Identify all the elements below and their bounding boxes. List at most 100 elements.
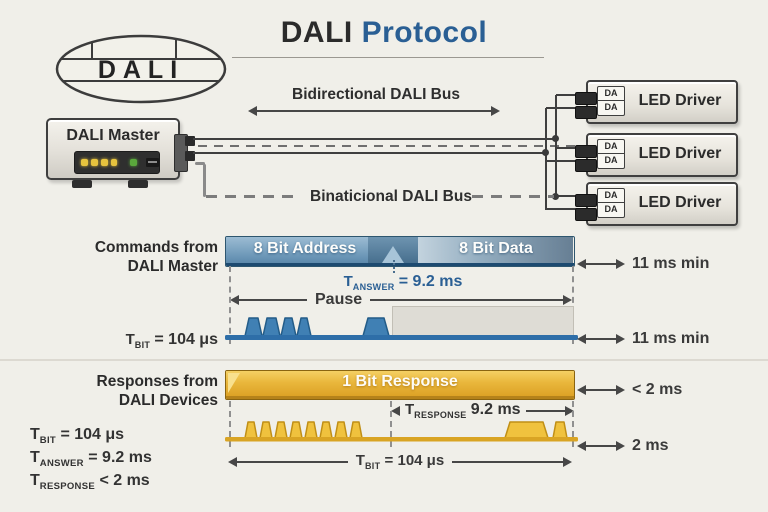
driver-terminal-block: DA DA	[597, 188, 625, 218]
timing-legend: TBIT = 104 μs TANSWER = 9.2 ms TRESPONSE…	[30, 426, 152, 495]
responses-section-label: Responses from DALI Devices	[60, 372, 218, 411]
pause-label: Pause	[307, 291, 371, 309]
page-title: DALI Protocol	[0, 16, 768, 50]
dali-master-panel	[74, 151, 160, 174]
cmd-gap-value-bottom: 11 ms min	[632, 330, 710, 347]
divider-triangle-icon	[382, 246, 404, 263]
dali-logo-text: DALI	[98, 56, 184, 84]
arrowhead-right-icon	[616, 334, 625, 344]
arrowhead-right-icon	[616, 385, 625, 395]
bidirectional-bus-label: Bidirectional DALI Bus	[260, 86, 492, 104]
bidirectional-bus-arrow	[248, 106, 500, 116]
t-answer-label: TANSWER = 9.2 ms	[343, 273, 463, 292]
legend-tanswer: TANSWER = 9.2 ms	[30, 449, 152, 470]
arrowhead-left-icon	[577, 385, 586, 395]
driver-plug-icon	[575, 159, 597, 172]
terminal-da-label: DA	[604, 102, 618, 112]
resp-dashed-guide-right	[572, 401, 574, 447]
resp-wave-gap-arrow: 2 ms	[577, 437, 668, 455]
arrowhead-right-icon	[616, 441, 625, 451]
junction-dot	[552, 135, 559, 142]
t-response-label: TRESPONSE 9.2 ms	[405, 401, 521, 420]
led-driver-3: DA DA LED Driver	[575, 182, 738, 226]
bus-branch-wire	[555, 95, 557, 197]
arrowhead-left-icon	[230, 295, 239, 305]
bar-highlight-icon	[228, 373, 240, 393]
pause-gray-box	[392, 306, 574, 339]
address-segment-label: 8 Bit Address	[253, 240, 357, 257]
commands-label-line1: Commands from	[94, 239, 218, 256]
cmd-tbit-label: TBIT = 104 μs	[125, 331, 218, 350]
arrowhead-left-icon	[248, 106, 257, 116]
led-driver-label: LED Driver	[638, 194, 722, 211]
bus-branch-wire	[545, 108, 547, 210]
dali-master-label: DALI Master	[66, 127, 160, 144]
bus-wire-top	[193, 138, 557, 140]
device-foot	[72, 180, 92, 188]
title-underline	[232, 57, 544, 58]
master-down-wire	[203, 164, 206, 197]
terminal-da-label: DA	[598, 140, 624, 154]
status-led-icon	[100, 159, 108, 166]
t-response-arrow: TRESPONSE 9.2 ms	[391, 401, 574, 420]
commands-section-label: Commands from DALI Master	[60, 238, 218, 277]
segment-divider-band	[368, 237, 418, 263]
arrowhead-right-icon	[491, 106, 500, 116]
cmd-gap-value: 11 ms min	[632, 255, 710, 272]
led-driver-label: LED Driver	[638, 92, 722, 109]
bar-bottom-edge	[226, 396, 574, 399]
bus-wire-dashed	[198, 145, 578, 147]
t-answer-tick	[393, 260, 395, 273]
master-plug-top	[185, 136, 195, 146]
switch-icon	[146, 158, 160, 167]
driver1-stub-wire	[556, 94, 578, 96]
cmd-dashed-guide-right	[572, 266, 574, 344]
driver-plug-icon	[575, 208, 597, 221]
bottom-bus-label: Binaticional DALI Bus	[300, 188, 482, 206]
driver-plug-icon	[575, 145, 597, 158]
driver3-stub-wire	[556, 195, 578, 197]
resp-gap-value-bottom: 2 ms	[632, 437, 669, 454]
driver1-stub-wire	[546, 107, 578, 109]
pause-arrow: Pause	[230, 291, 572, 309]
response-frame-bar: 1 Bit Response	[225, 370, 575, 400]
status-led-icon	[81, 159, 88, 166]
data-segment-label: 8 Bit Data	[459, 240, 533, 257]
driver-plug-icon	[575, 194, 597, 207]
section-divider	[0, 359, 768, 361]
junction-dot	[552, 193, 559, 200]
arrowhead-left-icon	[577, 441, 586, 451]
device-foot	[128, 180, 148, 188]
bottom-bus-dashed-right	[472, 195, 554, 198]
resp-tbit-label: TBIT = 104 μs	[347, 452, 453, 471]
driver-terminal-block: DA DA	[597, 139, 625, 169]
status-led-icon	[110, 159, 118, 166]
arrowhead-right-icon	[563, 456, 572, 467]
resp-dashed-guide-mid	[390, 401, 392, 447]
arrowhead-left-icon	[577, 334, 586, 344]
legend-tbit: TBIT = 104 μs	[30, 426, 125, 447]
terminal-da-label: DA	[598, 87, 624, 101]
resp-frame-gap-arrow: < 2 ms	[577, 381, 682, 399]
response-bar-label: 1 Bit Response	[342, 373, 458, 390]
data-segment	[418, 237, 573, 263]
driver-terminal-block: DA DA	[597, 86, 625, 116]
bar-bottom-edge	[226, 263, 574, 266]
resp-gap-value: < 2 ms	[632, 381, 683, 398]
responses-label-line1: Responses from	[96, 373, 218, 390]
responses-label-line2: DALI Devices	[118, 392, 218, 410]
title-dali: DALI	[280, 16, 353, 49]
dali-master-device: DALI Master	[46, 118, 180, 188]
status-led-icon	[90, 159, 98, 166]
legend-tresponse: TRESPONSE < 2 ms	[30, 472, 150, 493]
arrowhead-right-icon	[565, 405, 574, 416]
led-driver-label: LED Driver	[638, 145, 722, 162]
arrowhead-left-icon	[391, 405, 400, 416]
cmd-wave-gap-arrow: 11 ms min	[577, 330, 709, 348]
response-waveform	[225, 421, 578, 442]
terminal-da-label: DA	[604, 204, 618, 214]
resp-dashed-guide-left	[229, 401, 231, 447]
driver-plug-icon	[575, 106, 597, 119]
dali-logo: DALI	[55, 34, 227, 104]
led-driver-1: DA DA LED Driver	[575, 80, 738, 124]
